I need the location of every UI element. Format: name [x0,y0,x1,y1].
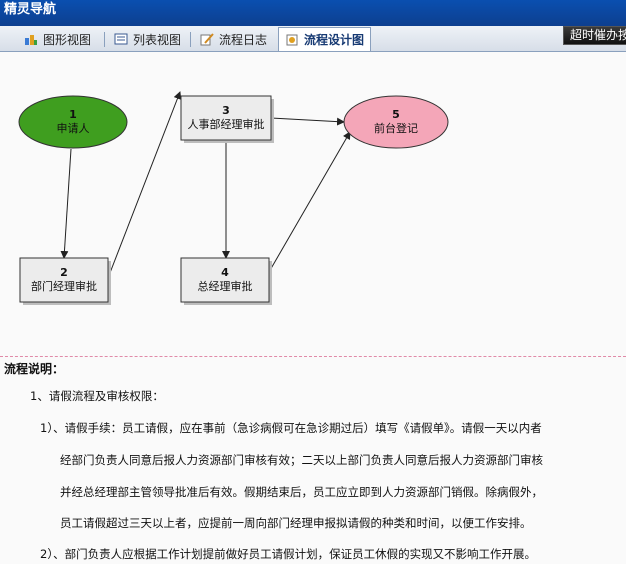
node-label: 人事部经理审批 [188,117,265,131]
node-id: 2 [60,266,68,279]
tab-label: 图形视图 [43,32,92,47]
node-shape [343,95,449,149]
node-id: 5 [392,108,400,121]
flow-edge-3-5 [270,117,345,126]
log-pencil-icon [200,33,214,46]
graph-view-icon [25,35,37,45]
node-label: 申请人 [57,122,90,135]
description-line: 员工请假超过三天以上者，应提前一周向部门经理申报拟请假的种类和时间，以便工作安排… [60,516,532,530]
tab-label: 列表视图 [133,32,182,47]
description-line: 1）、请假手续：员工请假，应在事前（急诊病假可在急诊期过后）填写《请假单》。请假… [40,421,542,435]
flow-edge-4-5 [268,131,351,273]
description-line: 并经总经理部主管领导批准后有效。假期结束后，员工应立即到人力资源部门销假。除病假… [60,485,543,499]
node-shape [180,257,270,303]
node-id: 3 [222,104,230,117]
node-id: 4 [221,266,229,279]
window-title: 精灵导航 [4,2,57,17]
tab-flow-log[interactable]: 流程日志 [194,28,273,50]
flow-edges [60,91,351,279]
list-view-icon [114,33,128,45]
tab-label: 流程设计图 [304,33,365,47]
description-title: 流程说明： [4,362,65,376]
node-shape [180,95,272,141]
tab-flow-design[interactable]: 流程设计图 [278,27,372,51]
node-label: 总经理审批 [198,279,253,293]
flow-edge-1-2 [60,148,72,259]
node-shape [19,257,109,303]
description-line: 2）、部门负责人应根据工作计划提前做好员工请假计划，保证员工休假的实现又不影响工… [40,547,537,561]
flow-design-icon [286,34,298,45]
window-titlebar: 精灵导航 [0,0,626,26]
node-shape [18,95,128,149]
node-label: 部门经理审批 [31,279,97,293]
tab-label: 流程日志 [219,32,268,47]
tab-list-view[interactable]: 列表视图 [108,28,187,50]
description-line: 1、请假流程及审核权限： [30,389,164,403]
tab-separator [104,32,105,47]
tab-bar: 图形视图 列表视图 流程日志 流程设计图 [0,26,626,52]
node-label: 前台登记 [374,121,418,135]
tab-graph-view[interactable]: 图形视图 [18,28,97,50]
node-id: 1 [69,108,77,121]
flow-edge-2-3 [107,91,182,279]
description-line: 经部门负责人同意后报人力资源部门审核有效；二天以上部门负责人同意后报人力资源部门… [60,453,543,467]
overdue-reminder-button[interactable]: 超时催办按钮 [563,26,626,45]
tab-separator [190,32,191,47]
section-divider [0,356,626,357]
